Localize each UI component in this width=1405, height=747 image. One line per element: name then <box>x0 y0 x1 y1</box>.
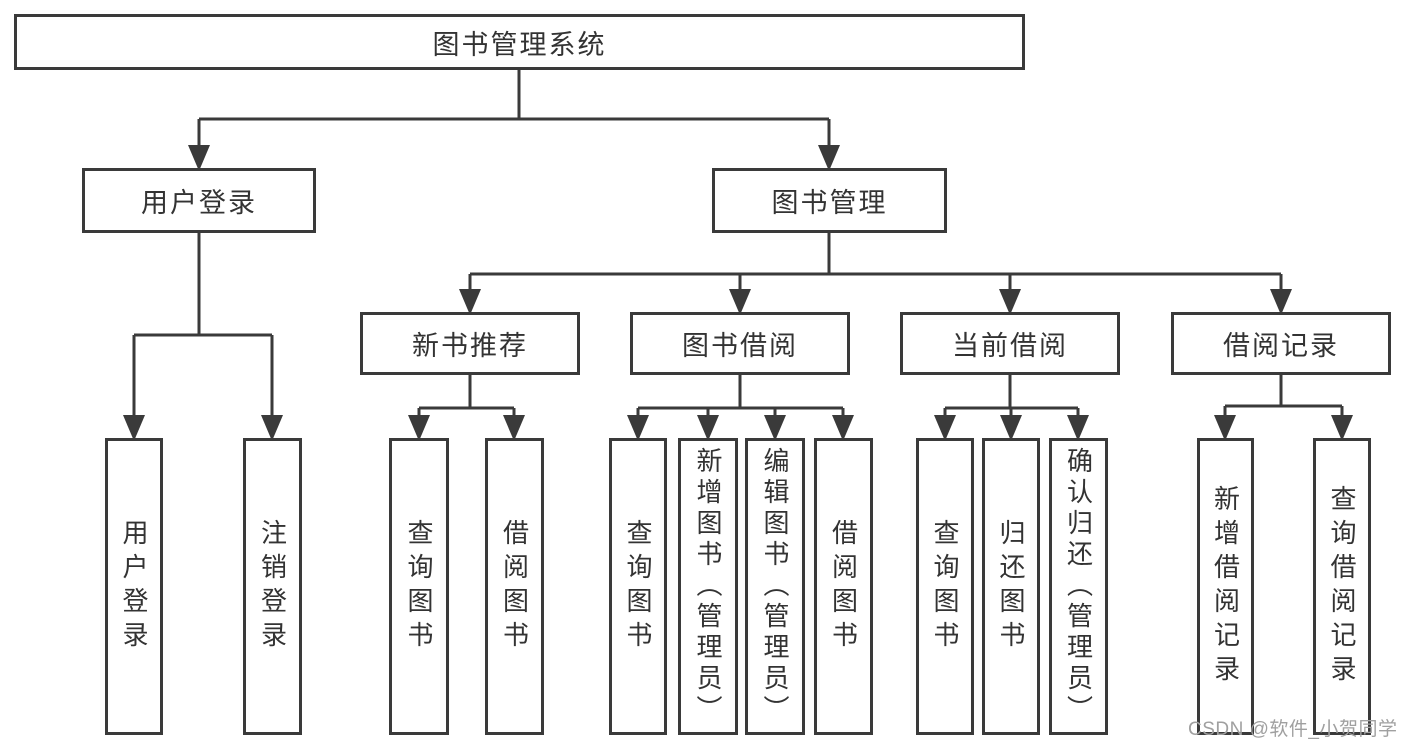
leaf-query-borrow-record-label: 查询借阅记录 <box>1327 484 1357 689</box>
leaf-user-login: 用户登录 <box>105 438 163 735</box>
node-root-label: 图书管理系统 <box>432 29 607 60</box>
node-root-system: 图书管理系统 <box>14 14 1025 70</box>
leaf-borrow-books-recommend-label: 借阅图书 <box>499 518 530 655</box>
leaf-edit-book-admin: 编辑图书（管理员） <box>745 438 805 735</box>
leaf-query-books-borrow-label: 查询图书 <box>623 518 653 655</box>
node-borrow-records-label: 借阅记录 <box>1223 331 1339 361</box>
leaf-query-borrow-record: 查询借阅记录 <box>1313 438 1371 735</box>
leaf-confirm-return-admin: 确认归还（管理员） <box>1049 438 1108 735</box>
leaf-return-book: 归还图书 <box>982 438 1040 735</box>
leaf-add-book-admin: 新增图书（管理员） <box>678 438 738 735</box>
leaf-add-borrow-record-label: 新增借阅记录 <box>1210 484 1241 689</box>
node-new-book-recommend-label: 新书推荐 <box>412 331 528 361</box>
node-current-borrow: 当前借阅 <box>900 312 1120 375</box>
node-book-borrow: 图书借阅 <box>630 312 850 375</box>
leaf-query-books-recommend: 查询图书 <box>389 438 449 735</box>
leaf-borrow-books-label: 借阅图书 <box>828 518 859 655</box>
watermark: CSDN @软件_小贺同学 <box>1188 719 1398 740</box>
node-book-management: 图书管理 <box>712 168 947 233</box>
leaf-query-books-current: 查询图书 <box>916 438 974 735</box>
node-new-book-recommend: 新书推荐 <box>360 312 580 375</box>
node-borrow-records: 借阅记录 <box>1171 312 1391 375</box>
node-current-borrow-label: 当前借阅 <box>952 331 1068 361</box>
leaf-query-books-borrow: 查询图书 <box>609 438 667 735</box>
leaf-logout: 注销登录 <box>243 438 302 735</box>
leaf-edit-book-admin-label: 编辑图书（管理员） <box>760 447 790 726</box>
leaf-add-book-admin-label: 新增图书（管理员） <box>693 447 723 726</box>
node-book-borrow-label: 图书借阅 <box>682 331 798 361</box>
leaf-user-login-label: 用户登录 <box>119 518 149 655</box>
node-book-management-label: 图书管理 <box>771 188 888 218</box>
leaf-logout-label: 注销登录 <box>257 518 288 655</box>
leaf-confirm-return-admin-label: 确认归还（管理员） <box>1063 447 1094 726</box>
leaf-borrow-books: 借阅图书 <box>814 438 873 735</box>
leaf-add-borrow-record: 新增借阅记录 <box>1197 438 1254 735</box>
leaf-borrow-books-recommend: 借阅图书 <box>485 438 544 735</box>
node-user-login-label: 用户登录 <box>141 188 257 218</box>
node-user-login: 用户登录 <box>82 168 316 233</box>
leaf-query-books-current-label: 查询图书 <box>930 518 960 655</box>
leaf-return-book-label: 归还图书 <box>996 518 1026 655</box>
leaf-query-books-recommend-label: 查询图书 <box>404 518 434 655</box>
